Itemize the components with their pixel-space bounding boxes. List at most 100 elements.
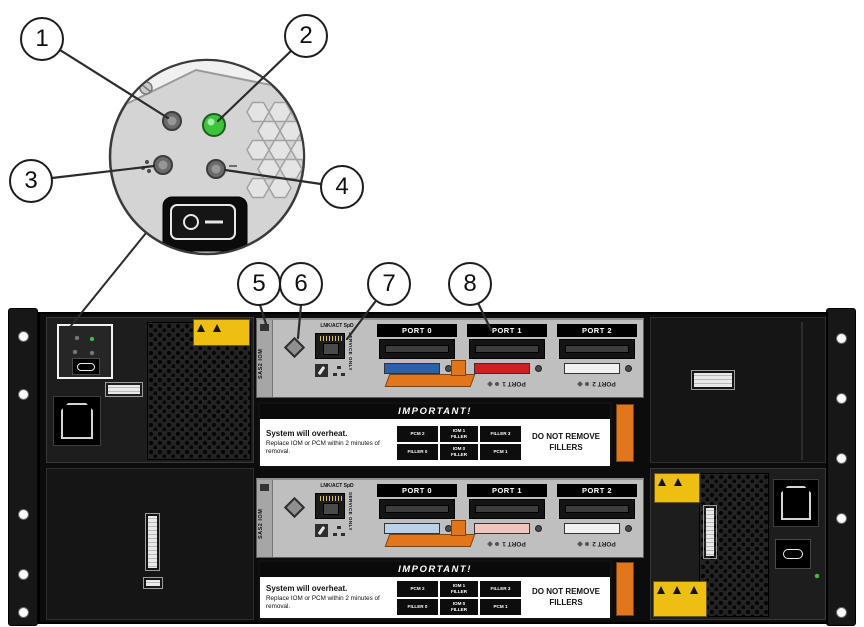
do-not-remove-text: DO NOT REMOVE FILLERS	[531, 587, 600, 607]
slot-box: FILLER 3	[480, 425, 521, 442]
network-icon	[333, 366, 346, 377]
network-node	[337, 526, 341, 529]
ac-inlet	[773, 479, 819, 527]
callout-2: 2	[284, 14, 328, 58]
port-pull-tab	[474, 523, 530, 534]
psu-ac-led	[74, 335, 80, 341]
rail-hole	[836, 453, 847, 464]
iom-side-strip: SAS2 IOM	[257, 480, 273, 557]
warning-sticker	[654, 473, 700, 503]
sas-connector	[379, 339, 455, 359]
rj45-opening	[323, 503, 339, 515]
overheat-text: System will overheat.	[266, 584, 348, 594]
warning-body: System will overheat. Replace IOM or PCM…	[260, 419, 610, 466]
power-switch-icon	[77, 363, 95, 371]
replace-text: Replace IOM or PCM within 2 minutes of r…	[266, 440, 380, 455]
sas-connector	[469, 339, 545, 359]
connector-slot	[565, 345, 629, 353]
locator-diamond-icon	[283, 336, 306, 359]
callout-7: 7	[367, 262, 411, 306]
replace-text: Replace IOM or PCM within 2 minutes of r…	[266, 595, 380, 610]
power-switch	[72, 358, 100, 375]
power-switch	[162, 196, 248, 252]
psu-indicator-panel	[57, 324, 113, 379]
rail-hole	[836, 607, 847, 618]
connector-slot	[385, 505, 449, 513]
port-pull-tab	[474, 363, 530, 374]
connector-slot	[475, 505, 539, 513]
psu-fan-fail-led	[72, 349, 78, 355]
port-pull-tab	[384, 363, 440, 374]
warning-strip-bottom: IMPORTANT! System will overheat. Replace…	[258, 560, 612, 620]
rail-hole	[836, 333, 847, 344]
rail-hole	[18, 607, 29, 618]
iom-latch-nub	[451, 360, 466, 376]
port-label-text: PORT 1	[502, 380, 526, 388]
sas-connector	[559, 339, 635, 359]
sas-port-2: PORT 2 PORT 2	[557, 324, 637, 394]
wrench-icon	[315, 524, 328, 537]
screw-icon	[139, 81, 153, 95]
iom-module-label: SAS2 IOM	[258, 348, 264, 380]
ac-inlet	[53, 396, 101, 446]
port-label-text: PORT 2	[592, 380, 616, 388]
warning-triangle-icon	[657, 586, 665, 594]
iom-latch-nub	[451, 520, 466, 536]
warning-strip-top: IMPORTANT! System will overheat. Replace…	[258, 402, 612, 468]
network-node	[333, 533, 337, 536]
filler-panel-bottom-left	[46, 468, 254, 620]
port-label: PORT 0	[377, 484, 457, 497]
warning-sticker	[653, 581, 707, 617]
sas-port-1: PORT 1 PORT 1	[467, 324, 547, 394]
thumbscrew-icon	[625, 365, 632, 372]
warning-triangle-icon	[197, 324, 205, 332]
fan-fail-led	[153, 155, 173, 175]
wrench-icon	[315, 364, 328, 377]
port-pull-tab	[564, 363, 620, 374]
port-pull-tab	[384, 523, 440, 534]
ac-inlet-socket	[61, 403, 93, 439]
rj45-pins-icon	[320, 496, 342, 501]
connector-slot	[385, 345, 449, 353]
psu-dc-fail-led	[89, 350, 95, 356]
iom-1: SAS2 IOM LNK/ACT SpD SERVICE ONLY PORT 0…	[256, 318, 644, 398]
ethernet-service-port	[315, 493, 345, 519]
dc-fail-led	[206, 159, 226, 179]
rack-rail-right	[826, 308, 856, 626]
info-label	[145, 513, 160, 571]
network-node	[341, 533, 345, 536]
sas-port-0: PORT 0 PORT 0	[377, 484, 457, 554]
info-label	[691, 370, 735, 390]
sas-port-0: PORT 0 PORT 0	[377, 324, 457, 394]
power-switch-icon	[783, 549, 803, 559]
do-not-remove-text: DO NOT REMOVE FILLERS	[531, 432, 600, 452]
row-latch-handle	[616, 562, 634, 616]
warning-sticker	[193, 319, 250, 346]
slot-box: FILLER 3	[480, 580, 521, 597]
port-label: PORT 2	[557, 484, 637, 497]
service-only-label: SERVICE ONLY	[348, 332, 353, 372]
rj45-opening	[323, 343, 339, 355]
warning-text-block: System will overheat. Replace IOM or PCM…	[266, 429, 390, 456]
port-label-inverted: PORT 1	[467, 377, 547, 391]
port-label: PORT 1	[467, 484, 547, 497]
info-label	[143, 577, 163, 589]
info-label	[105, 382, 143, 397]
network-icon	[333, 526, 346, 537]
iom-0: SAS2 IOM LNK/ACT SpD SERVICE ONLY PORT 0…	[256, 478, 644, 558]
rail-hole	[18, 331, 29, 342]
led-diamond-icon	[577, 381, 584, 387]
hex-grille-icon	[246, 101, 303, 199]
rail-hole	[18, 509, 29, 520]
sas-connector	[469, 499, 545, 519]
led-diamond-icon	[577, 541, 584, 547]
ethernet-port-label: LNK/ACT SpD	[320, 323, 354, 329]
psu-ok-led	[89, 336, 95, 342]
rail-hole	[836, 513, 847, 524]
